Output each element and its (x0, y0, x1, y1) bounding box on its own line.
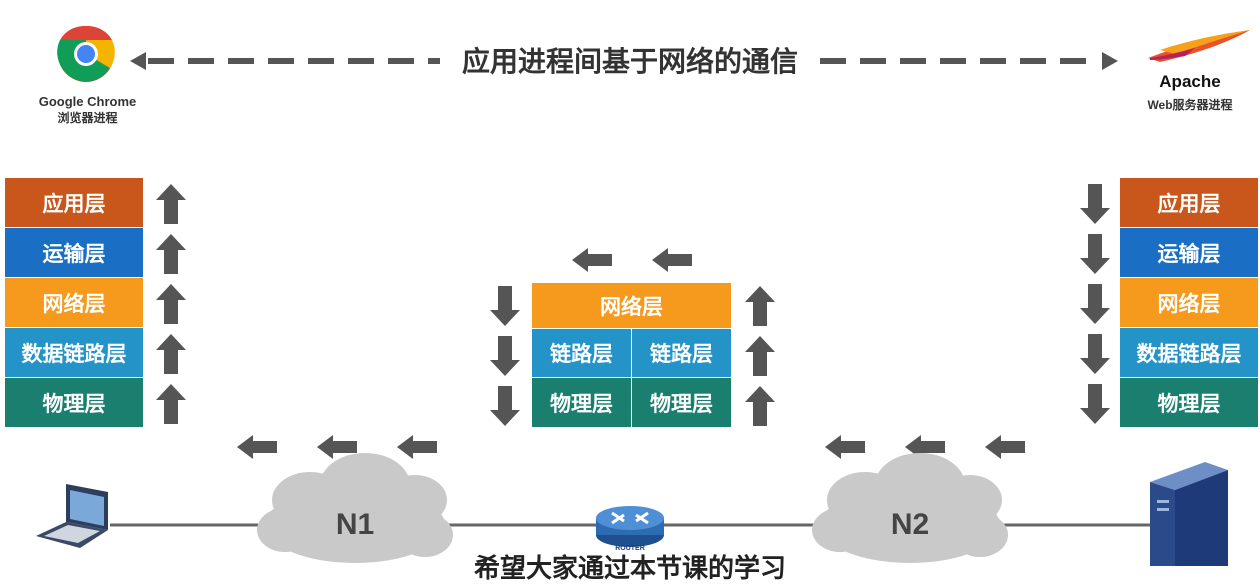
page-title: 应用进程间基于网络的通信 (461, 46, 798, 77)
router-link-layer-right: 链路层 (632, 329, 731, 377)
diagram-canvas (36, 25, 1250, 566)
n1-left-arrows (237, 435, 437, 459)
server-down-arrows (1080, 184, 1110, 424)
server-icon (1150, 462, 1228, 566)
client-label: Google Chrome 浏览器进程 (20, 94, 155, 126)
server-name: Apache (1159, 72, 1221, 91)
server-physical-layer: 物理层 (1120, 378, 1258, 427)
router-icon (596, 506, 664, 547)
network-n2-label: N2 (890, 508, 930, 541)
client-datalink-layer: 数据链路层 (5, 328, 143, 377)
router-physical-layer-left: 物理层 (532, 378, 631, 427)
cloud-n2 (812, 453, 1008, 563)
client-application-layer: 应用层 (5, 178, 143, 227)
router-link-layer-left: 链路层 (532, 329, 631, 377)
router-label: ROUTER (615, 545, 645, 552)
client-transport-layer: 运输层 (5, 228, 143, 277)
server-desc: Web服务器进程 (1147, 98, 1233, 112)
router-physical-layer-right: 物理层 (632, 378, 731, 427)
top-dashed-arrow (130, 52, 1118, 70)
client-network-layer: 网络层 (5, 278, 143, 327)
client-desc: 浏览器进程 (57, 111, 118, 125)
client-name: Google Chrome (38, 94, 137, 109)
server-transport-layer: 运输层 (1120, 228, 1258, 277)
router-up-arrows (745, 286, 775, 426)
server-label: Apache Web服务器进程 (1130, 72, 1250, 113)
server-network-layer: 网络层 (1120, 278, 1258, 327)
server-datalink-layer: 数据链路层 (1120, 328, 1258, 377)
client-up-arrows (156, 184, 186, 424)
laptop-icon (36, 484, 108, 548)
router-down-arrows (490, 286, 520, 426)
video-subtitle: 希望大家通过本节课的学习 (473, 553, 786, 583)
apache-feather-icon (1148, 30, 1250, 62)
router-top-left-arrows (572, 248, 692, 272)
server-application-layer: 应用层 (1120, 178, 1258, 227)
cloud-n1 (257, 453, 453, 563)
router-network-layer: 网络层 (532, 283, 731, 328)
chrome-icon (57, 25, 115, 82)
network-n1-label: N1 (335, 508, 375, 541)
client-physical-layer: 物理层 (5, 378, 143, 427)
